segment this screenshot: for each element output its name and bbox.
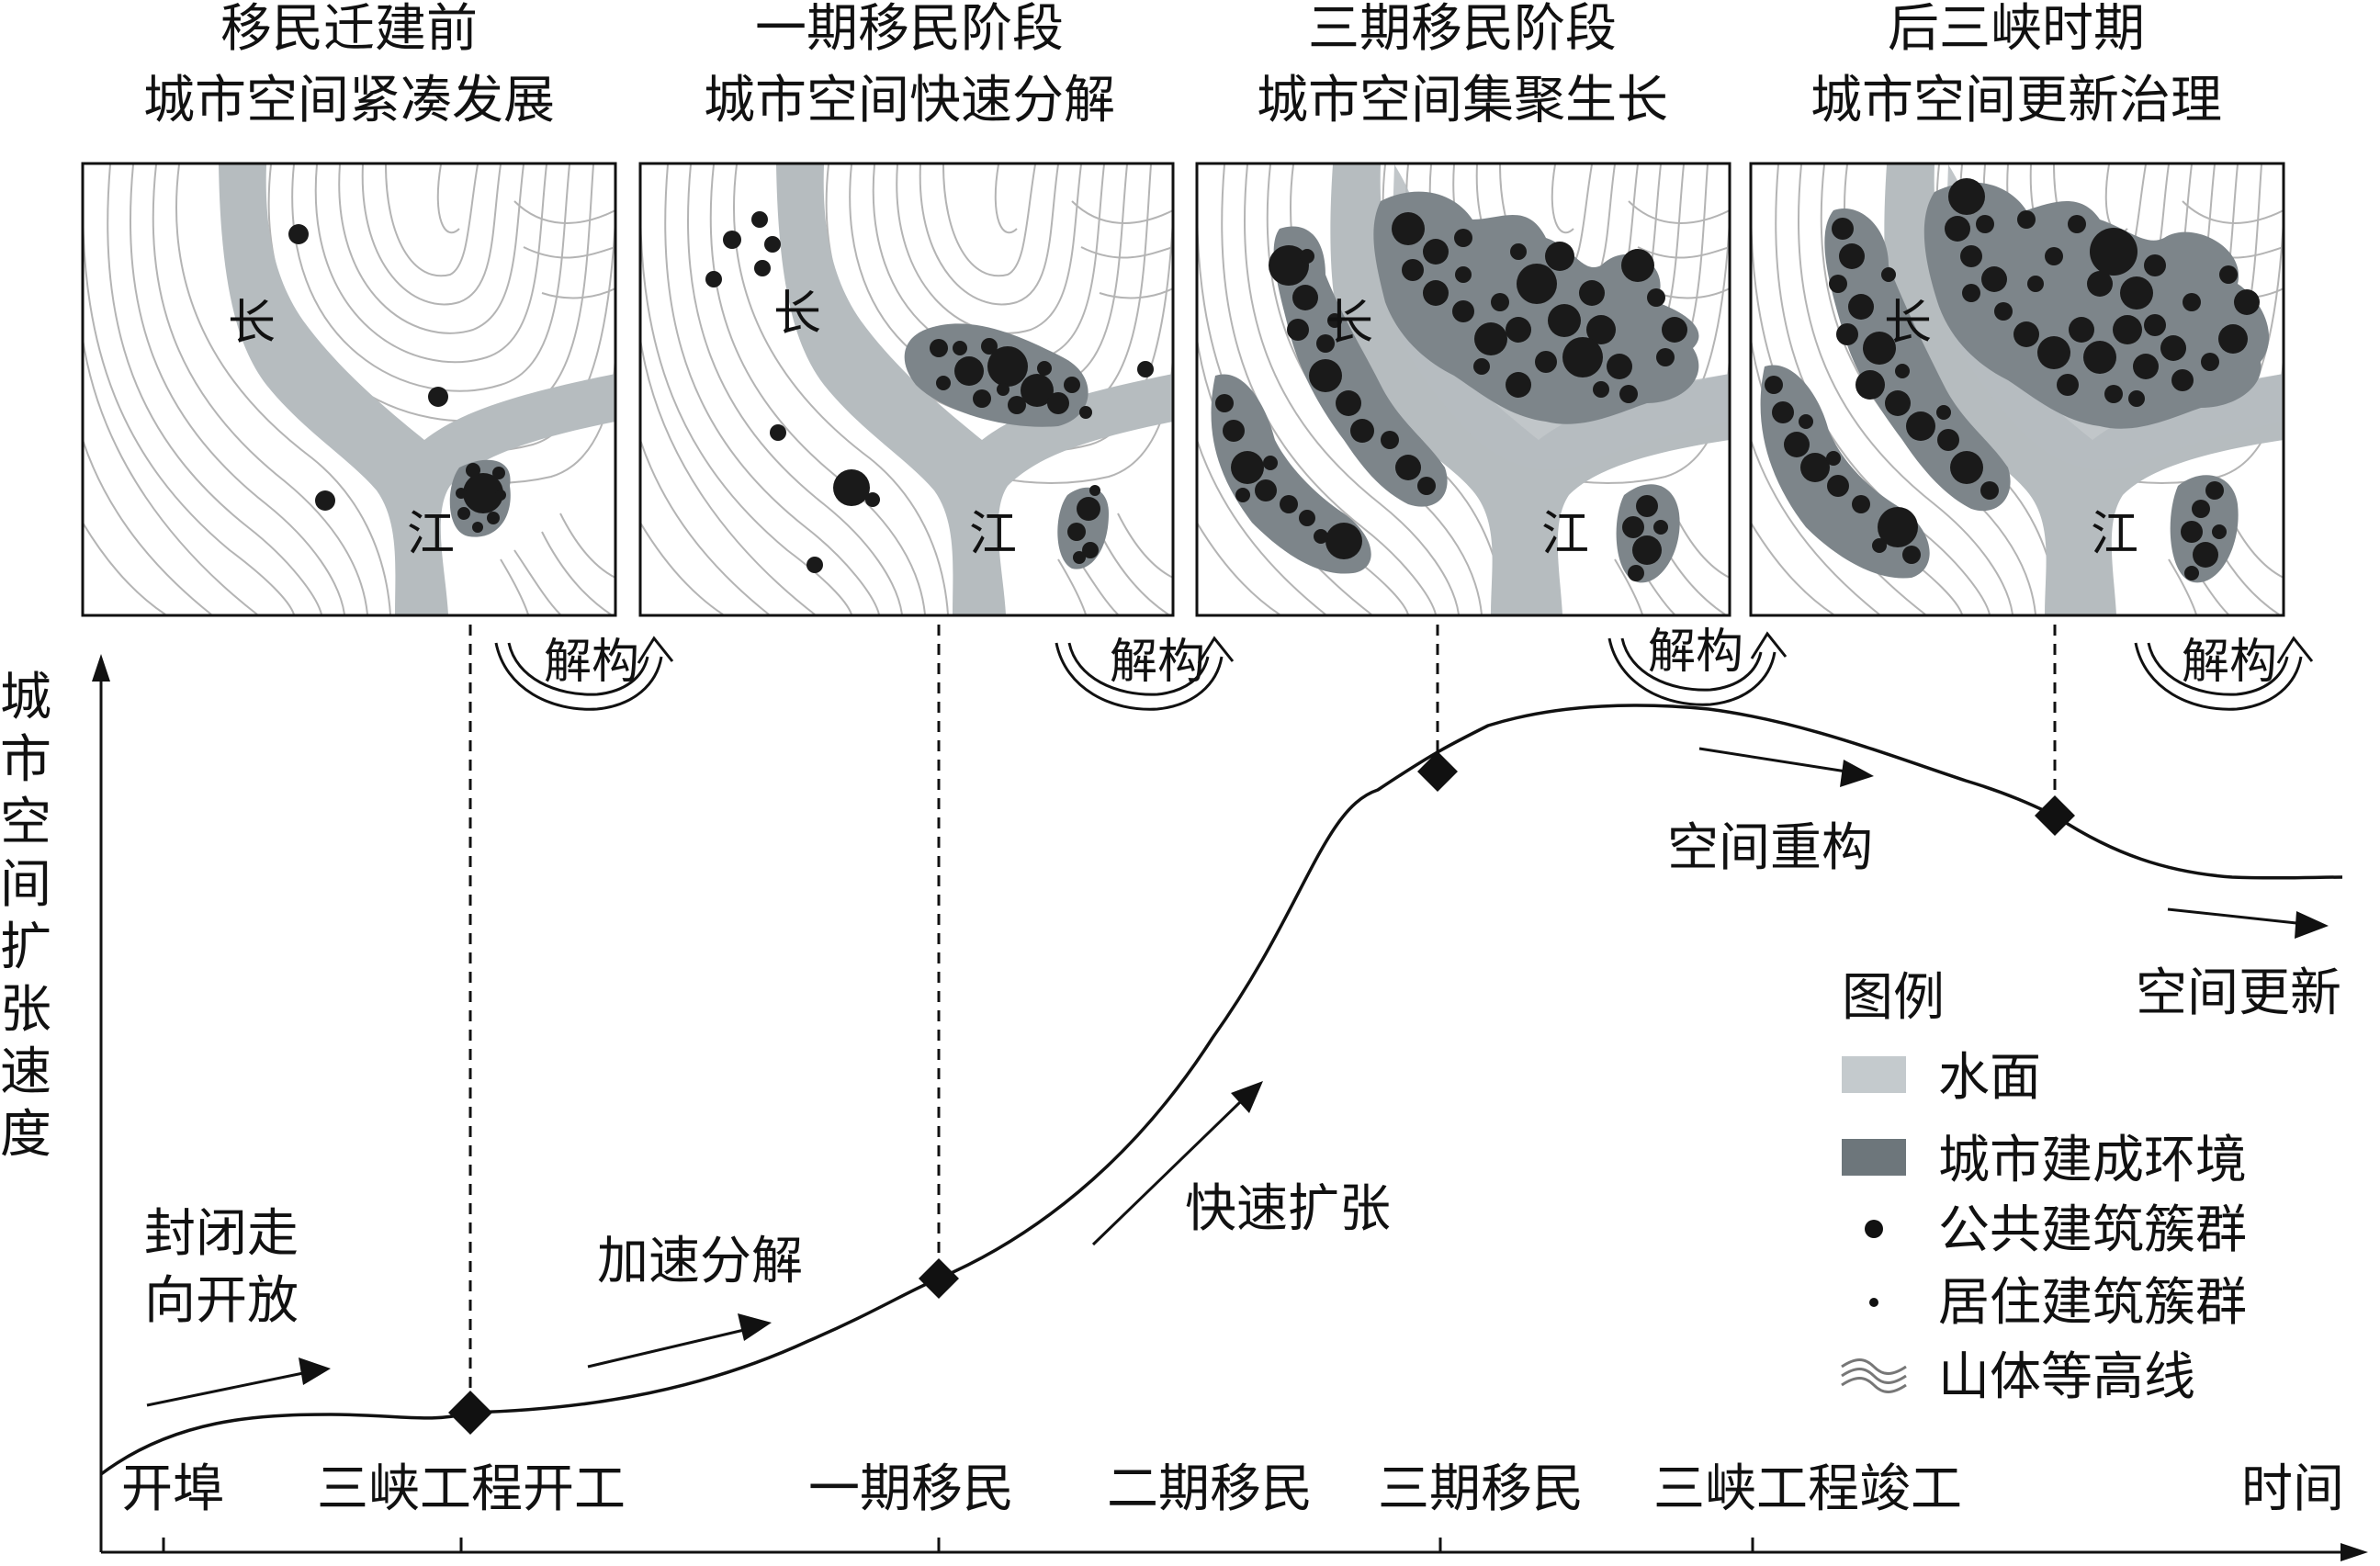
- deconstruct-label-3: 解构: [1648, 625, 1743, 680]
- legend-label-residential: 居住建筑簇群: [1938, 1273, 2247, 1333]
- panel-3-label-chang: 长: [1325, 296, 1373, 351]
- phase-label-restructure: 空间重构: [1667, 818, 1873, 878]
- water-swatch-icon: [1842, 1056, 1906, 1093]
- panel-3-buildings: [1215, 212, 1687, 581]
- milestone-phase2: 二期移民: [1107, 1459, 1313, 1519]
- milestone-kaibu: 开埠: [121, 1459, 224, 1519]
- diamond-marker-3: [1417, 751, 1458, 792]
- milestone-phase1: 一期移民: [808, 1459, 1014, 1519]
- panel-2-title-line2: 城市空间快速分解: [704, 71, 1115, 130]
- panel-4-buildings: [1765, 178, 2260, 580]
- panel-2-label-chang: 长: [773, 287, 821, 342]
- panel-4-title-line1: 后三峡时期: [1888, 0, 2145, 59]
- panel-3: 三期移民阶段 城市空间集聚生长: [1195, 0, 1731, 617]
- legend-label-contour: 山体等高线: [1938, 1347, 2195, 1407]
- deconstruct-arrow-4: 解构: [2134, 635, 2314, 711]
- phase-label-accelerate: 加速分解: [597, 1232, 803, 1291]
- panel-3-map: 长 江: [1197, 163, 1730, 615]
- panel-4-label-jiang: 江: [2091, 507, 2138, 562]
- svg-text:空: 空: [0, 793, 51, 852]
- svg-text:间: 间: [0, 855, 51, 915]
- panel-3-label-jiang: 江: [1541, 507, 1589, 562]
- axes: [92, 654, 2368, 1561]
- milestone-phase3: 三期移民: [1378, 1459, 1584, 1519]
- svg-text:扩: 扩: [0, 918, 51, 977]
- deconstruct-label-2: 解构: [1110, 635, 1205, 690]
- small-dot-icon: [1869, 1298, 1878, 1307]
- phase-arrows: [146, 747, 2329, 1407]
- diamond-marker-2: [919, 1258, 959, 1299]
- diamond-markers: [448, 751, 2075, 1435]
- panel-2-title-line1: 一期移民阶段: [755, 0, 1064, 59]
- panel-3-title-line2: 城市空间集聚生长: [1257, 71, 1668, 130]
- panel-2-label-jiang: 江: [969, 507, 1017, 562]
- large-dot-icon: [1865, 1220, 1883, 1238]
- phase-label-rapid: 快速扩张: [1185, 1179, 1391, 1239]
- x-axis-label: 时间: [2241, 1459, 2344, 1519]
- svg-text:速: 速: [0, 1042, 51, 1102]
- diamond-marker-4: [2035, 795, 2075, 836]
- panel-4: 后三峡时期 城市空间更新治理: [1749, 0, 2285, 617]
- panel-1-title-line1: 移民迁建前: [220, 0, 478, 59]
- legend: 图例 水面 城市建成环境 公共建筑簇群 居住建筑簇群 山体等高线: [1841, 968, 2247, 1407]
- deconstruct-arrow-2: 解构: [1055, 635, 1235, 711]
- panel-2: 一期移民阶段 城市空间快速分解 长 江: [638, 0, 1175, 617]
- panel-1-label-chang: 长: [228, 296, 276, 351]
- legend-label-water: 水面: [1938, 1048, 2041, 1108]
- legend-label-built: 城市建成环境: [1938, 1131, 2247, 1190]
- x-axis-arrowhead: [2341, 1543, 2368, 1561]
- panel-1: 移民迁建前 城市空间紧凑发展 长 江: [81, 0, 617, 617]
- y-axis-arrowhead: [92, 654, 110, 682]
- panel-1-label-jiang: 江: [407, 507, 455, 562]
- deconstruct-arrow-1: 解构: [494, 635, 674, 711]
- y-axis-label: 城 市 空 间 扩 张 速 度: [0, 668, 51, 1165]
- legend-label-public: 公共建筑簇群: [1938, 1200, 2247, 1260]
- deconstruct-arrows: 解构 解构 解构 解构: [494, 625, 2314, 711]
- dashed-guides: [468, 625, 2057, 1405]
- deconstruct-label-1: 解构: [544, 635, 639, 690]
- panel-4-map: 长 江: [1751, 163, 2284, 615]
- panel-4-title-line2: 城市空间更新治理: [1810, 71, 2222, 130]
- x-axis-ticks: [162, 1538, 1754, 1552]
- svg-text:度: 度: [0, 1105, 51, 1165]
- deconstruct-label-4: 解构: [2182, 635, 2277, 690]
- panel-1-map: 长 江: [83, 163, 615, 615]
- svg-text:城: 城: [0, 668, 51, 727]
- panel-1-buildings: [288, 224, 506, 533]
- phase-labels: 封闭走 向开放 加速分解 快速扩张 空间重构 空间更新: [144, 818, 2341, 1331]
- panel-2-map: 长 江: [640, 163, 1173, 615]
- milestone-sanxia-complete: 三峡工程竣工: [1653, 1459, 1962, 1519]
- phase-label-renewal: 空间更新: [2136, 963, 2341, 1023]
- diamond-marker-1: [448, 1391, 492, 1435]
- panel-4-label-chang: 长: [1884, 296, 1932, 351]
- svg-text:市: 市: [0, 730, 51, 790]
- phase-label-open-1: 封闭走: [144, 1204, 299, 1264]
- contour-waves-icon: [1841, 1358, 1907, 1393]
- legend-title: 图例: [1842, 968, 1945, 1028]
- svg-text:张: 张: [0, 980, 51, 1040]
- built-env-swatch-icon: [1842, 1139, 1906, 1176]
- deconstruct-arrow-3: 解构: [1607, 625, 1788, 706]
- phase-label-open-2: 向开放: [144, 1271, 299, 1331]
- milestone-sanxia-start: 三峡工程开工: [317, 1459, 626, 1519]
- milestone-labels: 开埠 三峡工程开工 一期移民 二期移民 三期移民 三峡工程竣工: [121, 1459, 1962, 1519]
- panel-3-title-line1: 三期移民阶段: [1308, 0, 1617, 59]
- panel-2-buildings: [705, 211, 1154, 573]
- panel-1-title-line2: 城市空间紧凑发展: [143, 71, 555, 130]
